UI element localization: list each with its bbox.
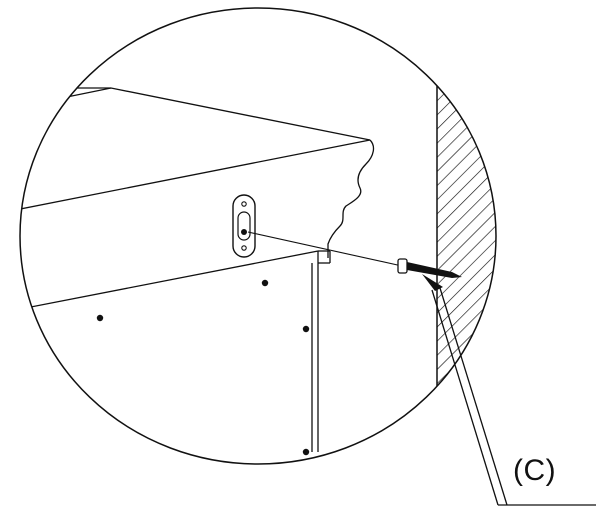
top-front-edge <box>20 139 371 214</box>
magnifier-circle <box>19 7 497 465</box>
moulding-profile <box>327 139 375 258</box>
screw-dot <box>261 279 269 287</box>
alignment-line <box>247 231 403 267</box>
wall-screw <box>397 258 462 278</box>
screw-dot <box>302 325 310 333</box>
callout-leader <box>422 274 596 506</box>
top-side-edge <box>20 87 371 141</box>
panel-bottom-edge <box>20 250 319 314</box>
callout-label-c: (C) <box>513 454 557 487</box>
screw-dot <box>302 448 310 456</box>
screw-dot <box>96 314 104 322</box>
keyhole-bracket <box>232 194 256 258</box>
